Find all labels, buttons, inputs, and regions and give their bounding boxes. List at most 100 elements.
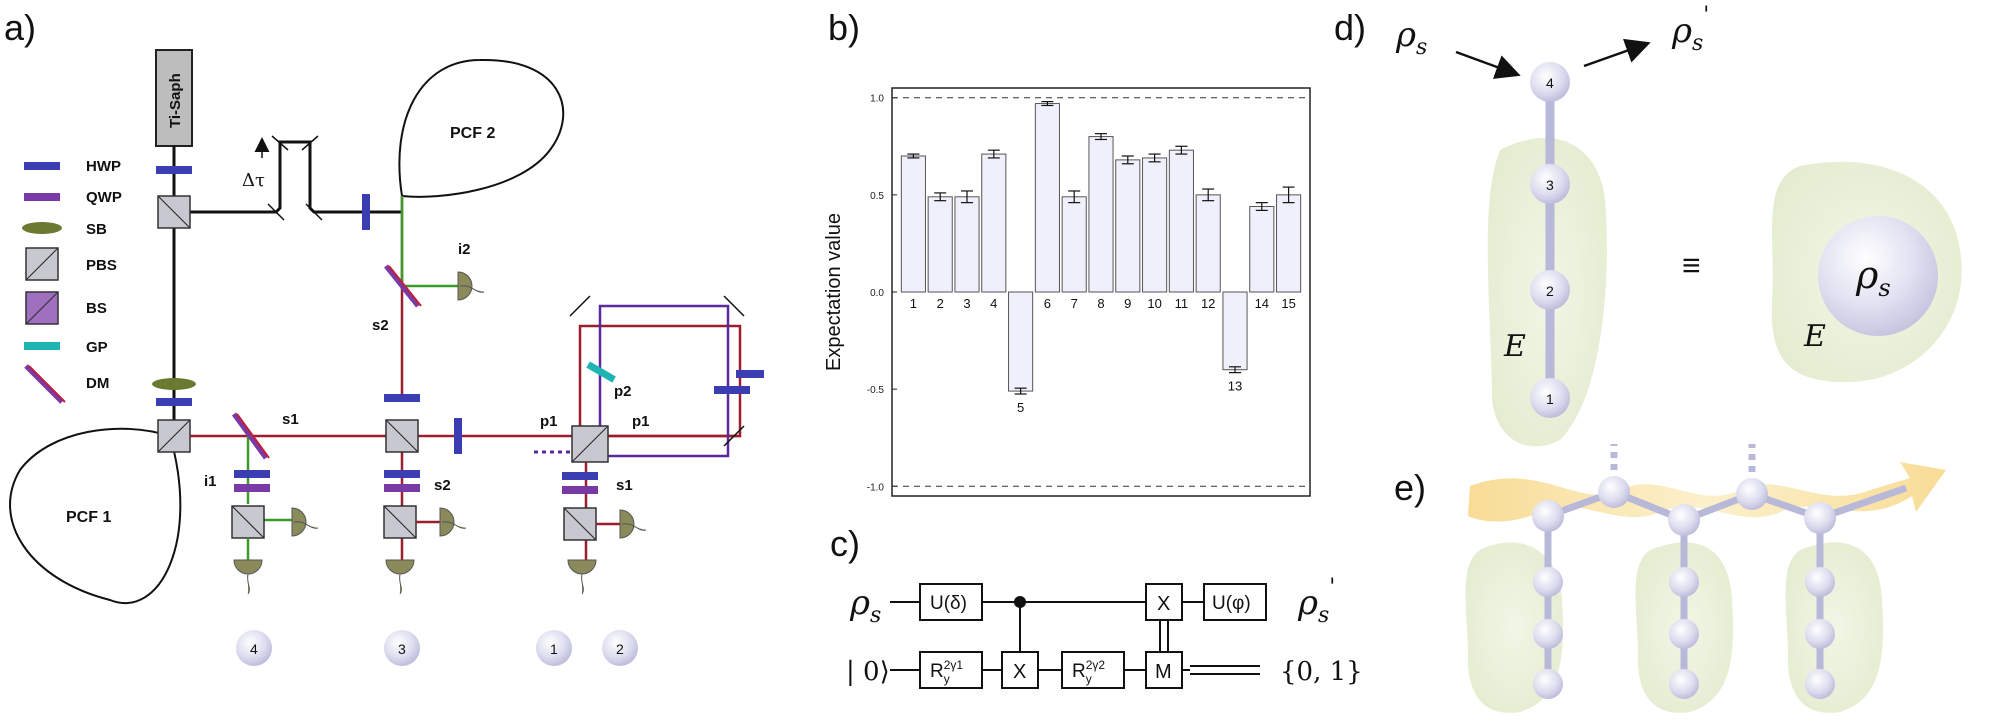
chain-node-4 bbox=[1530, 62, 1570, 102]
legend-bs-diag bbox=[25, 291, 59, 325]
legend-qwp: QWP bbox=[86, 189, 122, 206]
env-node bbox=[1669, 669, 1699, 699]
gate-m bbox=[1145, 651, 1183, 689]
gate-x1-label: X bbox=[1013, 661, 1026, 683]
mirror-tl bbox=[569, 295, 591, 317]
panel-label-a: a) bbox=[4, 7, 36, 48]
bar bbox=[1061, 196, 1087, 293]
bar bbox=[954, 196, 980, 293]
x-tick-label: 9 bbox=[1124, 296, 1131, 311]
reduced-state-label: ρs bbox=[1855, 253, 1891, 302]
bar bbox=[1142, 157, 1168, 293]
x-tick-label: 4 bbox=[990, 296, 997, 311]
detector-3b bbox=[385, 559, 415, 595]
gate-x2 bbox=[1145, 583, 1183, 621]
pbs-s2-diag bbox=[385, 419, 419, 453]
hwp-s2 bbox=[384, 394, 420, 402]
y-tick-label: 0.0 bbox=[870, 288, 884, 299]
panel-e: e) bbox=[1394, 444, 1946, 713]
ti-saph-label: Ti-Saph bbox=[167, 73, 184, 128]
x-tick-label: 15 bbox=[1281, 296, 1295, 311]
hwp-pcf2 bbox=[362, 194, 370, 230]
bar bbox=[1276, 194, 1302, 293]
hwp-s1-mid bbox=[454, 418, 462, 454]
legend-bs: BS bbox=[86, 300, 107, 317]
delay-mirror-tl bbox=[271, 135, 289, 151]
detector-2 bbox=[619, 509, 647, 539]
gate-ry2 bbox=[1061, 651, 1125, 689]
gate-u-phi-label: U(φ) bbox=[1212, 593, 1251, 614]
detector-ball-4 bbox=[236, 630, 272, 666]
arrow-out bbox=[1583, 38, 1651, 68]
detector-num-4: 4 bbox=[250, 641, 258, 657]
qwp-i1 bbox=[234, 484, 270, 492]
delay-mirror-l bbox=[267, 203, 285, 221]
detector-ball-3 bbox=[384, 630, 420, 666]
x-tick-label: 11 bbox=[1175, 296, 1189, 311]
panel-d: d) ρs ρs' 4 3 2 1 E ≡ ρs E bbox=[1334, 3, 1962, 447]
mirror-tr bbox=[723, 295, 745, 317]
detector-num-2: 2 bbox=[616, 641, 624, 657]
bs-ring-diag bbox=[571, 425, 609, 463]
y-tick-label: -1.0 bbox=[867, 482, 885, 493]
pump-beam bbox=[172, 140, 402, 438]
panel-label-d: d) bbox=[1334, 7, 1366, 48]
delay-label: Δτ bbox=[242, 170, 265, 191]
circuit-outcome: {0, 1} bbox=[1280, 657, 1363, 687]
pcf2-label: PCF 2 bbox=[450, 125, 495, 142]
env-node bbox=[1533, 619, 1563, 649]
spectral-bandpass bbox=[152, 378, 196, 390]
x-tick-label: 10 bbox=[1147, 296, 1161, 311]
legend-gp-icon bbox=[24, 342, 60, 350]
x-tick-label: 2 bbox=[937, 296, 944, 311]
gate-x2-label: X bbox=[1157, 593, 1170, 615]
hwp-ring-right-2 bbox=[736, 370, 764, 378]
dm-i1 bbox=[231, 412, 269, 460]
chart-ticks: 1.00.50.0-0.5-1.0 bbox=[867, 94, 1310, 493]
bar bbox=[900, 155, 926, 293]
chain-node-4-label: 4 bbox=[1546, 75, 1554, 91]
x-tick-label: 13 bbox=[1228, 379, 1242, 394]
legend-hwp: HWP bbox=[86, 158, 121, 175]
dm-i2 bbox=[384, 264, 420, 308]
pcf2-fiber-loop bbox=[398, 58, 565, 198]
gate-ry2-label: Ry2γ2 bbox=[1072, 658, 1105, 686]
chart-ylabel: Expectation value bbox=[823, 213, 845, 371]
env-node bbox=[1805, 619, 1835, 649]
pbs-det12-diag bbox=[563, 507, 597, 541]
y-tick-label: 0.5 bbox=[870, 191, 884, 202]
bar bbox=[1034, 103, 1060, 293]
circuit-ket: | 0⟩ bbox=[846, 657, 890, 687]
legend-gp: GP bbox=[86, 339, 108, 356]
x-tick-label: 6 bbox=[1044, 296, 1051, 311]
chain-node-1-label: 1 bbox=[1546, 391, 1554, 407]
label-s1-a: s1 bbox=[282, 411, 299, 428]
legend-pbs-diag bbox=[25, 247, 59, 281]
detector-3a bbox=[439, 507, 467, 537]
gp-plate bbox=[586, 361, 616, 383]
x-tick-label: 7 bbox=[1071, 296, 1078, 311]
chain-node-3-label: 3 bbox=[1546, 177, 1554, 193]
bar bbox=[1008, 291, 1034, 392]
pbs-det4-diag bbox=[231, 505, 265, 539]
y-tick-label: -0.5 bbox=[867, 385, 885, 396]
backbone-node bbox=[1598, 476, 1630, 508]
bar bbox=[1222, 291, 1248, 371]
gate-x1 bbox=[1001, 651, 1039, 689]
label-i2: i2 bbox=[458, 241, 471, 258]
detector-4b bbox=[233, 559, 263, 595]
ti-saph-laser bbox=[155, 49, 193, 147]
reduced-state-ball bbox=[1818, 216, 1938, 336]
ring-red bbox=[578, 324, 742, 438]
pcf1-fiber-loop bbox=[9, 427, 182, 604]
env-right-label: E bbox=[1803, 319, 1826, 354]
env-node bbox=[1533, 669, 1563, 699]
rho-in: ρs bbox=[1395, 15, 1427, 60]
hwp-s2-lower bbox=[384, 470, 420, 478]
hwp-i1 bbox=[234, 470, 270, 478]
label-p1-a: p1 bbox=[540, 413, 558, 430]
panel-label-b: b) bbox=[828, 7, 860, 48]
gate-ry1 bbox=[919, 651, 983, 689]
bar bbox=[1249, 206, 1275, 293]
